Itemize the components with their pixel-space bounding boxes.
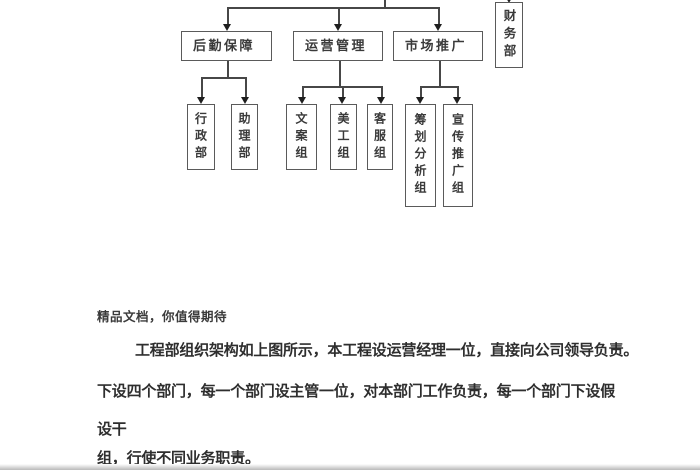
group-box-art-design: 美工组 xyxy=(330,104,357,170)
connector-drop-yunying xyxy=(338,7,340,25)
group-box-administration-label: 行政部 xyxy=(193,111,208,163)
connector-drop-kefu xyxy=(381,86,383,97)
page-bottom-edge xyxy=(0,464,700,470)
arrow-down-icon xyxy=(504,0,513,3)
arrow-down-icon xyxy=(415,97,424,104)
connector-drop-shichang xyxy=(438,7,440,25)
connector-drop-wenan xyxy=(302,86,304,97)
connector-shichang-split xyxy=(420,86,458,88)
arrow-down-icon xyxy=(376,97,385,104)
dept-box-logistics-support: 后勤保障 xyxy=(181,31,272,61)
body-text-line: 下设四个部门，每一个部门设主管一位，对本部门工作负责，每一个部门下设假 xyxy=(97,383,616,400)
connector-yunying-stem xyxy=(339,61,341,86)
arrow-down-icon xyxy=(452,97,461,104)
group-box-planning-analysis: 筹划分析组 xyxy=(405,104,436,207)
connector-drop-xingzheng xyxy=(201,77,203,97)
group-box-customer-service-label: 客服组 xyxy=(372,111,387,163)
body-text-line: 工程部组织架构如上图所示，本工程设运营经理一位，直接向公司领导负责。 xyxy=(135,342,639,359)
connector-shichang-stem xyxy=(439,61,441,86)
document-tagline: 精品文档，你值得期待 xyxy=(97,310,228,324)
group-box-copywriting-label: 文案组 xyxy=(294,111,308,163)
connector-parent-stub xyxy=(384,0,386,7)
arrow-down-icon xyxy=(297,97,306,104)
group-box-assistant: 助理部 xyxy=(231,104,258,170)
body-text-line: 组，行使不同业务职责。 xyxy=(97,450,260,467)
arrow-down-icon xyxy=(337,97,346,104)
connector-drop-meigong xyxy=(342,86,344,97)
connector-houqin-stem xyxy=(227,61,229,77)
connector-top-horizontal xyxy=(227,7,439,9)
arrow-down-icon xyxy=(222,24,231,31)
arrow-down-icon xyxy=(196,97,205,104)
connector-drop-xuanchuan xyxy=(457,86,459,97)
connector-drop-zhuli xyxy=(245,77,247,97)
group-box-assistant-label: 助理部 xyxy=(237,111,251,163)
connector-yunying-split xyxy=(302,86,381,88)
arrow-down-icon xyxy=(240,97,249,104)
dept-box-operations-management: 运营管理 xyxy=(293,31,383,61)
group-box-customer-service: 客服组 xyxy=(367,104,393,170)
dept-box-finance: 财务部 xyxy=(495,2,523,68)
group-box-copywriting: 文案组 xyxy=(286,104,317,170)
arrow-down-icon xyxy=(433,24,442,31)
dept-box-finance-label: 财务部 xyxy=(501,8,516,62)
connector-drop-houqin xyxy=(227,7,229,25)
group-box-publicity-promotion: 宣传推广组 xyxy=(443,104,473,207)
connector-drop-chouhua xyxy=(420,86,422,97)
connector-houqin-split xyxy=(201,77,246,79)
group-box-administration: 行政部 xyxy=(187,104,215,170)
arrow-down-icon xyxy=(333,24,342,31)
group-box-planning-analysis-label: 筹划分析组 xyxy=(413,113,427,198)
dept-box-marketing-promotion: 市场推广 xyxy=(393,31,483,61)
group-box-art-design-label: 美工组 xyxy=(336,111,350,163)
group-box-publicity-promotion-label: 宣传推广组 xyxy=(450,113,465,198)
body-text-line: 设干 xyxy=(97,421,127,438)
